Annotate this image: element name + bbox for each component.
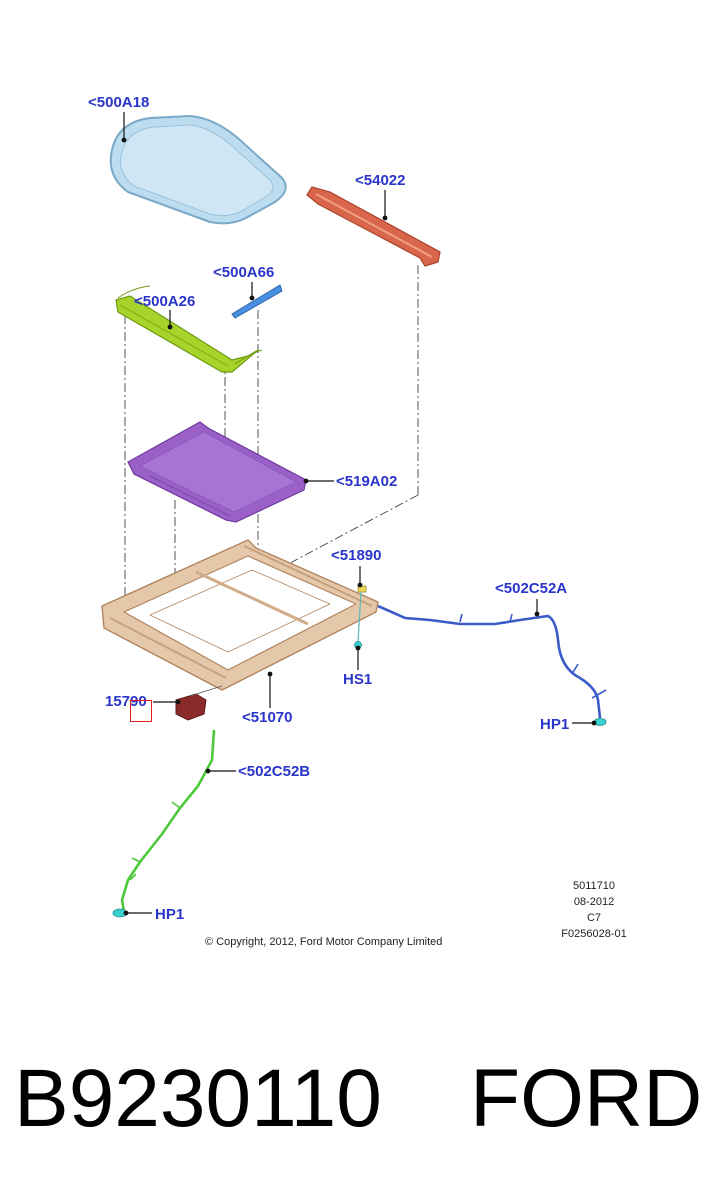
callout-hs1[interactable]: HS1 — [343, 671, 373, 688]
guide-rail — [115, 285, 263, 373]
callout-51890[interactable]: <51890 — [331, 547, 382, 564]
callout-502c52a[interactable]: <502C52A — [495, 580, 568, 597]
callout-500a26[interactable]: <500A26 — [134, 293, 196, 310]
callout-hp1-right[interactable]: HP1 — [540, 716, 570, 733]
callout-51070[interactable]: <51070 — [242, 709, 293, 726]
highlight-box — [130, 700, 152, 722]
harness-a — [377, 604, 607, 726]
brand-name: FORD — [470, 1053, 703, 1144]
seal-strip — [231, 284, 283, 319]
callout-hp1-left[interactable]: HP1 — [155, 906, 185, 923]
drawing-ref: F0256028-01 — [561, 928, 627, 940]
drawing-revision: C7 — [586, 912, 602, 924]
motor — [175, 685, 223, 721]
drawing-number: 5011710 — [572, 880, 615, 892]
copyright-notice: © Copyright, 2012, Ford Motor Company Li… — [205, 936, 443, 948]
leader-lines — [123, 112, 594, 914]
part-number: B9230110 — [14, 1053, 382, 1144]
callout-15790[interactable]: 15790 — [105, 693, 147, 710]
callout-519a02[interactable]: <519A02 — [336, 473, 398, 490]
callout-54022[interactable]: <54022 — [355, 172, 406, 189]
drawing-info: 5011710 08-2012 C7 F0256028-01 — [548, 878, 640, 942]
harness-b — [112, 729, 216, 918]
callout-500a66[interactable]: <500A66 — [213, 264, 275, 281]
sunshade — [127, 421, 307, 523]
leader-dots — [121, 137, 597, 916]
sunroof-frame — [101, 539, 379, 691]
callout-502c52b[interactable]: <502C52B — [238, 763, 311, 780]
drawing-date: 08-2012 — [573, 896, 615, 908]
glass-panel — [109, 114, 287, 225]
wind-deflector — [306, 186, 441, 267]
callout-500a18[interactable]: <500A18 — [88, 94, 150, 111]
